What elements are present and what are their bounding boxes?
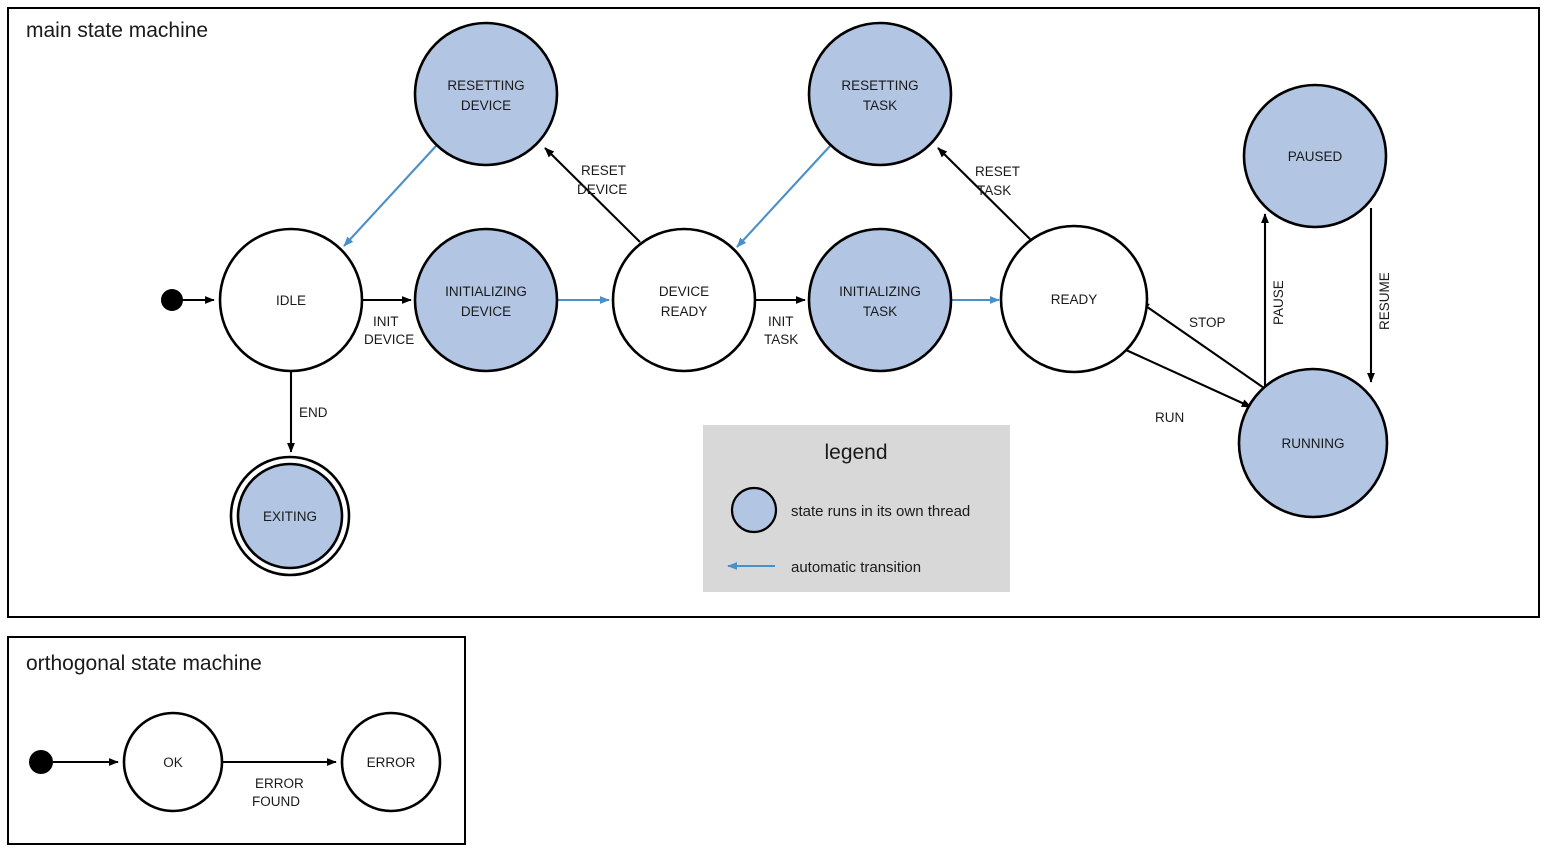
state-node-initializing-device[interactable]: INITIALIZING DEVICE (413, 227, 559, 373)
state-label-resetting-device-line2: DEVICE (461, 98, 511, 113)
state-shape-exiting (236, 462, 344, 570)
state-label-resetting-task-line1: RESETTING (841, 78, 918, 93)
legend-item-label-automatic-transition: automatic transition (791, 559, 921, 576)
orthogonal-frame-title: orthogonal state machine (26, 652, 262, 675)
state-label-initializing-task-line1: INITIALIZING (839, 284, 921, 299)
edge-label-error-found-line1: ERROR (255, 776, 304, 791)
initial-state-dot-orthogonal (29, 750, 53, 774)
edge-label-resume: RESUME (1377, 272, 1392, 330)
state-node-running[interactable]: RUNNING (1237, 367, 1389, 519)
state-shape-resetting-device (413, 21, 559, 167)
state-node-idle[interactable]: IDLE (218, 227, 364, 373)
state-node-ready[interactable]: READY (999, 224, 1149, 374)
legend-title: legend (824, 441, 887, 464)
state-shape-initializing-task (807, 227, 953, 373)
edge-label-reset-task-line1: RESET (975, 164, 1020, 179)
state-label-initializing-device-line1: INITIALIZING (445, 284, 527, 299)
main-frame-title: main state machine (26, 19, 208, 42)
state-label-paused: PAUSED (1288, 149, 1343, 164)
state-label-ok: OK (163, 755, 183, 770)
state-shape-paused (1242, 83, 1388, 229)
state-shape-ready (999, 224, 1149, 374)
state-label-ready: READY (1051, 292, 1098, 307)
state-label-exiting: EXITING (263, 509, 317, 524)
edge-resetting-task-to-device-ready (736, 145, 831, 248)
state-label-resetting-device-line1: RESETTING (447, 78, 524, 93)
edge-label-reset-device-line1: RESET (581, 163, 626, 178)
orthogonal-state-machine-panel: orthogonal state machine ERROR FOUND OK … (7, 636, 466, 845)
state-label-running: RUNNING (1282, 436, 1345, 451)
state-node-resetting-task[interactable]: RESETTING TASK (807, 21, 953, 167)
state-node-exiting[interactable]: EXITING (229, 455, 351, 577)
state-node-device-ready[interactable]: DEVICE READY (611, 227, 757, 373)
legend-item-label-thread-state: state runs in its own thread (791, 503, 970, 520)
state-label-device-ready-line2: READY (661, 304, 708, 319)
state-label-resetting-task-line2: TASK (863, 98, 897, 113)
edge-label-pause: PAUSE (1271, 280, 1286, 325)
edge-label-init-device-line1: INIT (373, 314, 399, 329)
edge-label-init-task-line1: INIT (768, 314, 794, 329)
state-label-error: ERROR (367, 755, 416, 770)
edge-label-stop: STOP (1189, 315, 1226, 330)
state-shape-running (1237, 367, 1389, 519)
state-node-initializing-task[interactable]: INITIALIZING TASK (807, 227, 953, 373)
edge-label-error-found-line2: FOUND (252, 794, 300, 809)
edge-ready-to-running (1125, 349, 1252, 408)
edge-label-init-task-line2: TASK (764, 332, 798, 347)
main-state-machine-panel: main state machine INIT DEVICE RESET DEV… (7, 7, 1540, 618)
legend-panel: legend state runs in its own thread auto… (703, 425, 1010, 592)
state-shape-idle (218, 227, 364, 373)
state-label-initializing-task-line2: TASK (863, 304, 897, 319)
edge-resetting-device-to-idle (343, 145, 437, 247)
state-shape-initializing-device (413, 227, 559, 373)
edge-running-to-ready (1139, 301, 1265, 389)
state-label-idle: IDLE (276, 293, 306, 308)
state-label-initializing-device-line2: DEVICE (461, 304, 511, 319)
state-node-paused[interactable]: PAUSED (1242, 83, 1388, 229)
edge-ready-to-resetting-task (937, 147, 1033, 242)
edge-label-init-device-line2: DEVICE (364, 332, 414, 347)
state-node-error[interactable]: ERROR (340, 711, 442, 813)
state-label-device-ready-line1: DEVICE (659, 284, 709, 299)
state-node-ok[interactable]: OK (122, 711, 224, 813)
legend-thread-state-circle-icon (730, 486, 778, 534)
edge-device-ready-to-resetting-device (544, 147, 641, 243)
state-shape-ok (122, 711, 224, 813)
state-node-resetting-device[interactable]: RESETTING DEVICE (413, 21, 559, 167)
state-shape-device-ready (611, 227, 757, 373)
edge-label-end: END (299, 405, 328, 420)
state-shape-resetting-task (807, 21, 953, 167)
edge-label-reset-task-line2: TASK (977, 183, 1011, 198)
state-shape-error (340, 711, 442, 813)
edge-label-run: RUN (1155, 410, 1184, 425)
edge-label-reset-device-line2: DEVICE (577, 182, 627, 197)
initial-state-dot-main (161, 289, 183, 311)
